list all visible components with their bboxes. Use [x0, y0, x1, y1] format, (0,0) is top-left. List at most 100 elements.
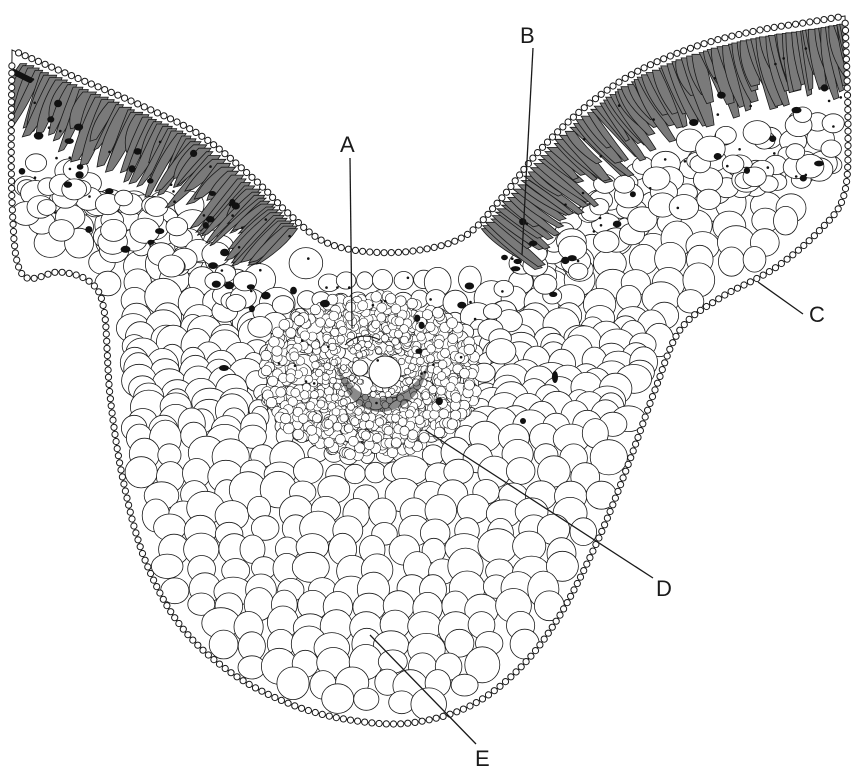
bundle-cell: [333, 422, 342, 431]
epidermal-cell: [576, 109, 582, 115]
epidermal-cell: [806, 238, 812, 244]
bundle-cell: [362, 414, 370, 422]
oil-gland-dot: [301, 339, 304, 342]
oil-gland-dot: [689, 119, 698, 126]
epidermal-cell: [841, 193, 847, 199]
epidermal-cell: [135, 537, 141, 543]
epidermal-cell: [103, 324, 109, 330]
epidermal-cell: [587, 100, 593, 106]
epidermal-cell: [845, 114, 851, 120]
epidermal-cell: [274, 200, 280, 206]
oil-gland-dot: [511, 257, 514, 260]
parenchyma-cell: [125, 457, 157, 488]
oil-gland-dot: [376, 359, 379, 362]
oil-gland-dot: [717, 113, 720, 116]
epidermal-cell: [625, 461, 631, 467]
bundle-cell: [386, 345, 393, 352]
epidermal-cell: [10, 228, 16, 234]
oil-gland-dot: [85, 226, 92, 233]
epidermal-cell: [722, 292, 728, 298]
epidermal-cell: [828, 15, 834, 21]
epidermal-cell: [800, 20, 806, 26]
oil-gland-dot: [738, 148, 741, 151]
epidermal-cell: [470, 227, 476, 233]
epidermal-cell: [844, 78, 850, 84]
bundle-cell: [266, 397, 277, 408]
epidermal-cell: [513, 669, 519, 675]
bundle-cell: [347, 403, 354, 410]
bundle-cell: [316, 318, 325, 327]
epidermal-cell: [845, 143, 851, 149]
epidermal-cell: [778, 23, 784, 29]
epidermal-cell: [747, 279, 753, 285]
epidermal-cell: [659, 367, 665, 373]
epidermal-cell: [326, 713, 332, 719]
epidermal-cell: [108, 403, 114, 409]
epidermal-cell: [845, 107, 851, 113]
epidermal-cell: [681, 48, 687, 54]
epidermal-cell: [129, 516, 135, 522]
epidermal-cell: [103, 331, 109, 337]
oil-gland-dot: [288, 235, 291, 238]
oil-gland-dot: [88, 195, 91, 198]
epidermal-cell: [362, 719, 368, 725]
epidermal-cell: [8, 149, 14, 155]
epidermal-cell: [246, 681, 252, 687]
vessel: [352, 360, 368, 376]
epidermal-cell: [647, 62, 653, 68]
oil-gland-dot: [552, 371, 558, 383]
epidermal-cell: [8, 164, 14, 170]
spongy-cell: [486, 339, 516, 364]
epidermal-cell: [100, 302, 106, 308]
oil-gland-dot: [147, 178, 154, 183]
bundle-cell: [349, 375, 354, 380]
oil-gland-dot: [155, 228, 164, 234]
spongy-cell: [145, 197, 168, 217]
oil-gland-dot: [313, 382, 316, 385]
epidermal-cell: [584, 561, 590, 567]
epidermal-cell: [154, 110, 160, 116]
label-b: B: [520, 23, 535, 48]
epidermal-cell: [8, 171, 14, 177]
epidermal-cell: [607, 508, 613, 514]
epidermal-cell: [664, 353, 670, 359]
bundle-cell: [419, 433, 429, 443]
oil-gland-dot: [261, 292, 271, 300]
epidermal-cell: [677, 327, 683, 333]
spongy-cell: [130, 218, 160, 243]
oil-gland-dot: [805, 174, 808, 177]
epidermal-cell: [285, 210, 291, 216]
epidermal-cell: [604, 515, 610, 521]
oil-gland-dot: [219, 365, 229, 371]
epidermal-cell: [599, 528, 605, 534]
oil-gland-dot: [69, 168, 72, 171]
epidermal-cell: [8, 106, 14, 112]
epidermal-cell: [814, 18, 820, 24]
epidermal-cell: [278, 697, 284, 703]
epidermal-cell: [312, 709, 318, 715]
epidermal-cell: [107, 388, 113, 394]
epidermal-cell: [741, 282, 747, 288]
oil-gland-dot: [294, 365, 297, 368]
oil-gland-dot: [265, 218, 268, 221]
oil-gland-dot: [840, 96, 843, 99]
spongy-cell: [101, 219, 127, 241]
epidermal-cell: [568, 593, 574, 599]
epidermal-cell: [195, 642, 201, 648]
epidermal-cell: [541, 636, 547, 642]
bundle-cell: [357, 379, 362, 384]
oil-gland-dot: [407, 277, 410, 280]
epidermal-cell: [628, 455, 634, 461]
epidermal-cell: [620, 475, 626, 481]
epidermal-cell: [96, 289, 102, 295]
epidermal-cell: [185, 632, 191, 638]
epidermal-cell: [9, 200, 15, 206]
epidermal-cell: [821, 222, 827, 228]
epidermal-cell: [167, 116, 173, 122]
bundle-cell: [346, 302, 356, 312]
spongy-cell: [722, 155, 744, 173]
oil-gland-dot: [129, 165, 136, 172]
epidermal-cell: [539, 144, 545, 150]
epidermal-cell: [319, 711, 325, 717]
oil-gland-dot: [190, 150, 197, 157]
